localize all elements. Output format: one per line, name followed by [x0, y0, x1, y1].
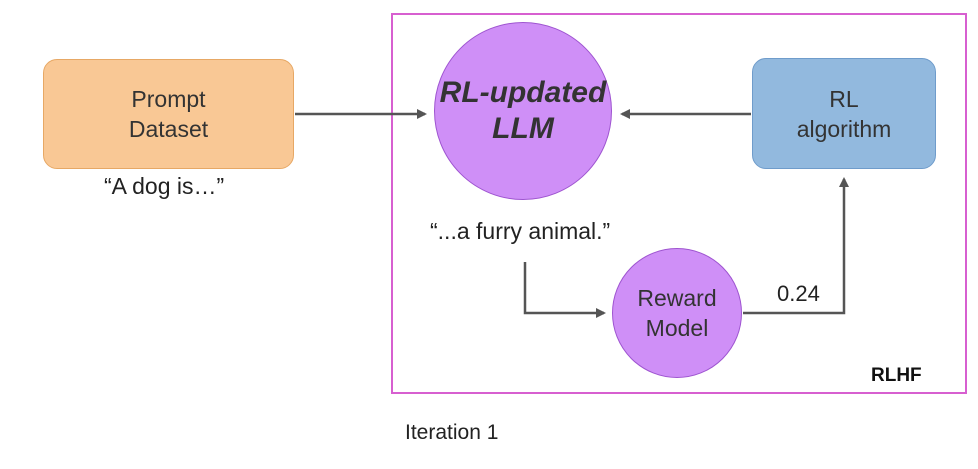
arrow-reward-to-rl	[743, 177, 849, 315]
arrow-completion-to-reward	[523, 262, 606, 318]
prompt-dataset-box: Prompt Dataset	[43, 59, 294, 169]
rl-updated-llm-node: RL-updated LLM	[434, 22, 612, 200]
rl-algorithm-box: RL algorithm	[752, 58, 936, 169]
prompt-example: “A dog is…”	[104, 173, 225, 199]
reward-score: 0.24	[777, 281, 820, 306]
completion-example: “...a furry animal.”	[430, 218, 611, 244]
rlhf-frame-label: RLHF	[871, 365, 922, 386]
iteration-label: Iteration 1	[405, 421, 499, 444]
reward-model-node: Reward Model	[612, 248, 742, 378]
rlhf-frame	[391, 13, 967, 394]
